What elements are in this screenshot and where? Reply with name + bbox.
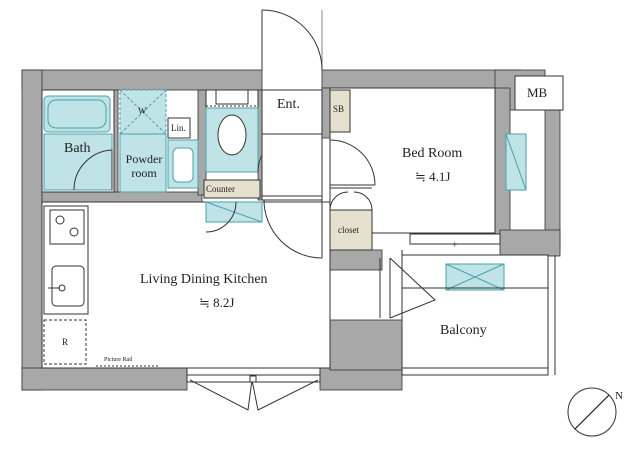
ldk-name: Living Dining Kitchen: [140, 272, 268, 287]
powder-room-label: Powder room: [125, 152, 163, 180]
closet: [329, 209, 373, 251]
svg-text:+: +: [452, 240, 458, 251]
fridge-space: [43, 319, 87, 365]
vanity: [119, 133, 167, 193]
linen-label: Lin.: [171, 123, 186, 133]
toilet-bowl: [217, 114, 247, 156]
counter-label: Counter: [206, 184, 235, 194]
entrance-floor: [261, 89, 323, 201]
entrance-label: Ent.: [277, 97, 300, 112]
fridge-label: R: [62, 337, 69, 347]
north-compass: [567, 387, 617, 437]
washer-mark: W: [138, 106, 147, 116]
bedroom-name: Bed Room: [402, 146, 463, 161]
compass-north-label: N: [615, 390, 623, 402]
bath-label: Bath: [64, 141, 91, 156]
shoe-box-label: SB: [333, 104, 345, 114]
bedroom-area: ≒ 4.1J: [415, 169, 451, 184]
stove: [49, 209, 85, 245]
picture-rail-label: Picture Rail: [104, 357, 133, 363]
balcony-label: Balcony: [440, 323, 487, 338]
shoe-box: [329, 89, 351, 133]
mb-box: [514, 75, 564, 111]
toilet-tank: [215, 89, 249, 105]
counter: [203, 179, 261, 199]
linen-shelf: [167, 117, 191, 139]
closet-label: closet: [338, 225, 359, 235]
mb-label: MB: [527, 85, 548, 100]
ldk-area: ≒ 8.2J: [199, 295, 235, 310]
bathtub: [43, 95, 111, 133]
kitchen-sink: [51, 265, 85, 307]
